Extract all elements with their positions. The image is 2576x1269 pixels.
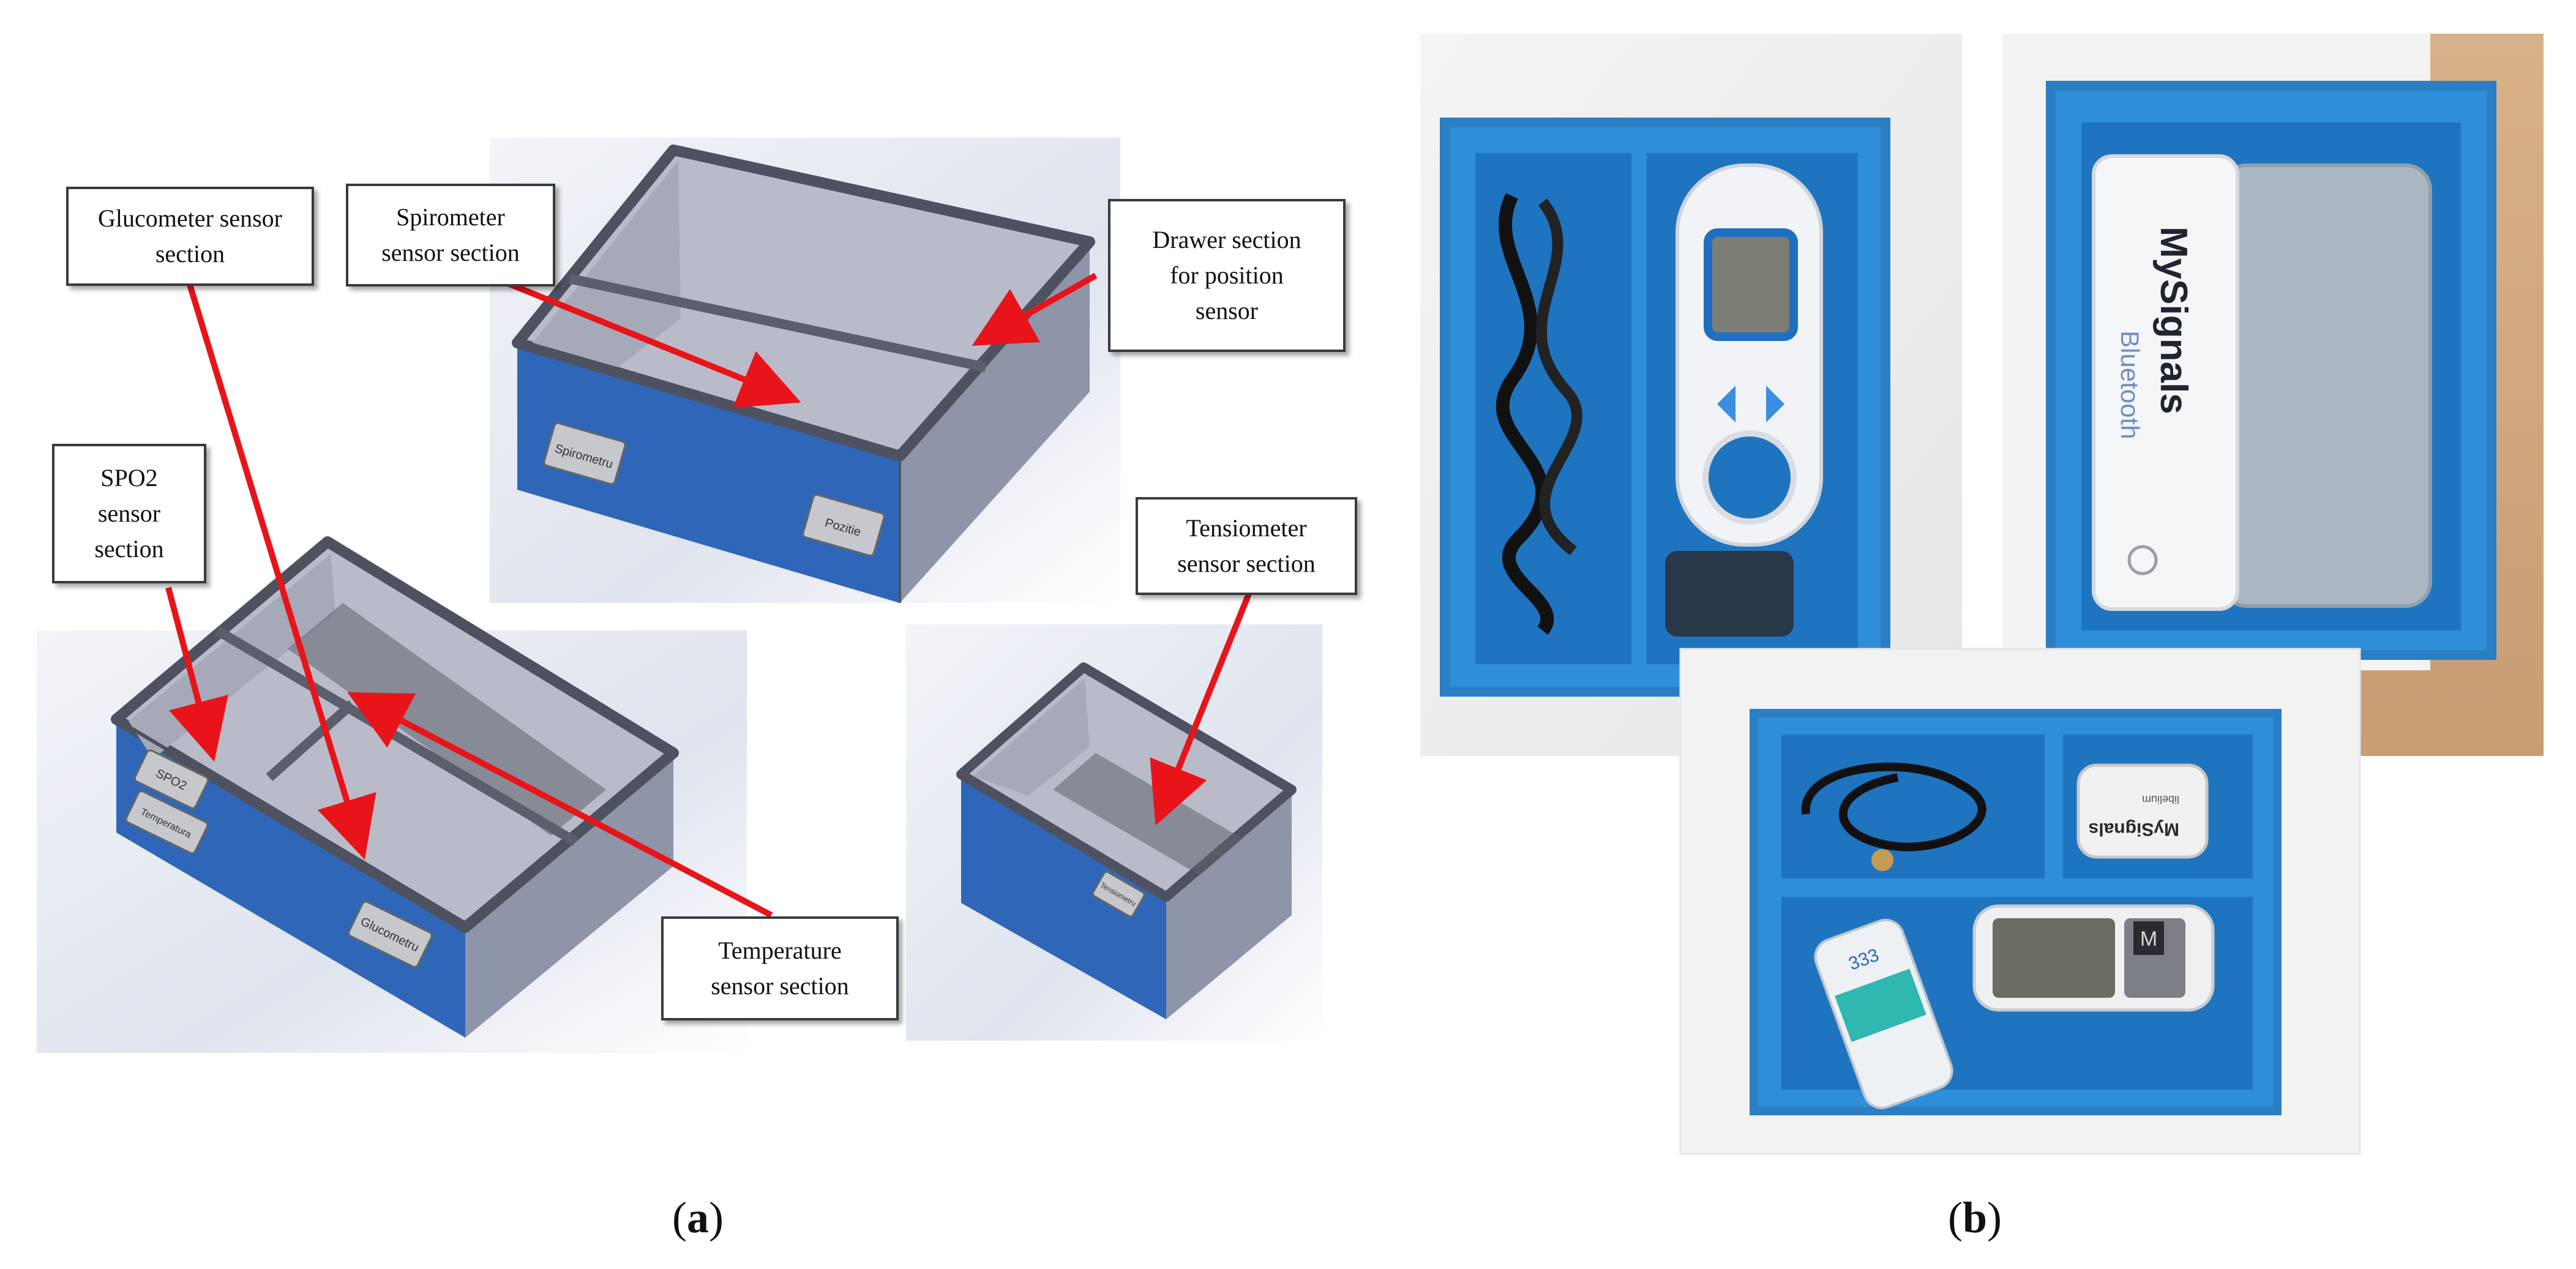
test-strip-vial: 333 xyxy=(1814,918,1953,1109)
callout-tensiometer: Tensiometer sensor section xyxy=(1136,497,1357,595)
panel-label-b: (b) xyxy=(1948,1192,2002,1243)
callout-line: sensor xyxy=(1195,297,1259,324)
callout-spo2: SPO2 sensor section xyxy=(52,444,206,583)
top-box: Spirometru Pozitie xyxy=(512,144,1095,603)
label-letter: b xyxy=(1962,1193,1988,1242)
panel-label-a: (a) xyxy=(672,1192,724,1243)
label-letter: a xyxy=(686,1193,709,1242)
sensor-brand: MySignals xyxy=(2089,819,2179,839)
label-plate xyxy=(1091,870,1145,918)
callout-line: Temperature xyxy=(718,937,842,964)
arrow-tensiometer xyxy=(1150,593,1252,826)
callout-line: Glucometer sensor xyxy=(97,204,282,232)
callout-temperature: Temperature sensor section xyxy=(661,916,899,1020)
callout-line: sensor section xyxy=(381,239,520,266)
callout-line: section xyxy=(94,535,164,563)
spo2-device xyxy=(2076,763,2209,859)
label-paren: ) xyxy=(708,1193,724,1242)
arrow-drawer xyxy=(972,272,1098,346)
callout-line: Spirometer xyxy=(396,203,505,231)
label-paren: ( xyxy=(1948,1193,1963,1242)
callout-line: section xyxy=(155,240,225,268)
callout-line: sensor section xyxy=(1177,550,1316,577)
label-plate xyxy=(802,493,885,557)
label-paren: ) xyxy=(1987,1193,2002,1242)
photo-multi-sensor-box: MySignals libelium 333 M xyxy=(1679,648,2361,1155)
label-plate xyxy=(543,422,626,485)
callout-line: sensor xyxy=(97,500,161,527)
arrow-temperature xyxy=(347,692,773,918)
arrows xyxy=(165,272,1252,918)
callout-line: sensor section xyxy=(711,972,849,1000)
sensor-small-text: libelium xyxy=(2142,793,2179,806)
label-plate xyxy=(125,790,209,855)
callout-spirometer: Spirometer sensor section xyxy=(346,184,555,286)
callout-line: SPO2 xyxy=(100,464,158,492)
photo-tensiometer-box: MySignals Bluetooth xyxy=(2002,34,2544,756)
callout-line: for position xyxy=(1170,261,1284,289)
tensiometer-device xyxy=(2092,154,2239,611)
device-bluetooth: Bluetooth xyxy=(2116,331,2144,439)
arrow-spirometer xyxy=(495,275,801,408)
panel-b: MySignals Bluetooth MySignals libelium 3… xyxy=(1420,34,2544,1155)
photo-spirometer-box xyxy=(1420,34,1962,756)
label-plate xyxy=(133,749,209,809)
callout-line: Drawer section xyxy=(1152,226,1301,253)
power-icon xyxy=(2127,545,2158,575)
device-screen xyxy=(1704,228,1798,341)
panel-a: Spirometru Pozitie SPO2 Temperatura Gluc… xyxy=(37,138,1322,1053)
label-paren: ( xyxy=(672,1193,687,1242)
arrow-spo2 xyxy=(165,586,228,762)
small-box: Tensiometru xyxy=(956,662,1297,1019)
meter-key: M xyxy=(2140,927,2157,951)
device-brand: MySignals xyxy=(2152,226,2195,414)
label-plate xyxy=(348,900,433,968)
callout-drawer: Drawer section for position sensor xyxy=(1108,199,1346,352)
arrow-glucometer xyxy=(187,283,376,860)
callout-line: Tensiometer xyxy=(1186,514,1307,542)
callout-glucometer: Glucometer sensor section xyxy=(66,187,314,286)
